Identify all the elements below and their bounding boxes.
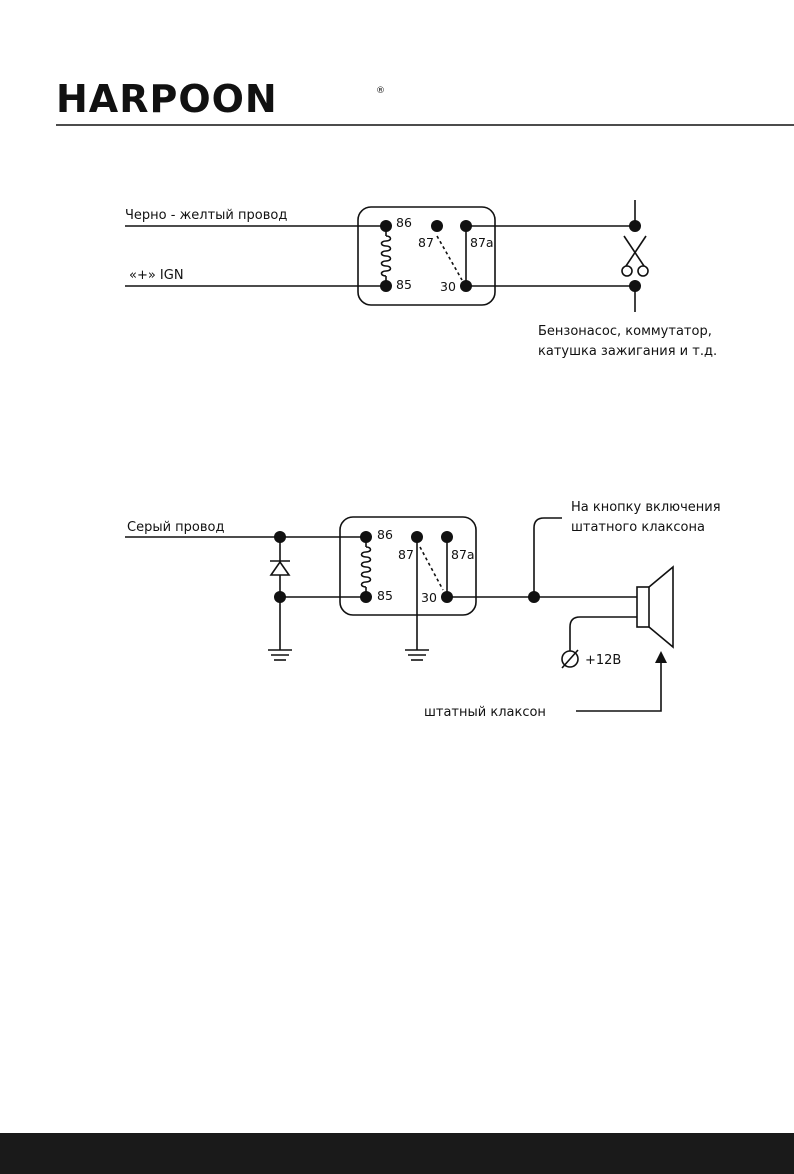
pin-label-87a-2: 87a [451, 547, 475, 562]
pin-87-dot-2 [411, 531, 423, 543]
label-horn: штатный клаксон [424, 705, 546, 720]
label-black-yellow-wire: Черно - желтый провод [125, 208, 287, 223]
node-gray-junction [274, 531, 286, 543]
pin-label-30: 30 [440, 279, 456, 294]
node-button-junction [528, 591, 540, 603]
horn-pointer-arrowhead [655, 651, 667, 663]
pin-label-87: 87 [418, 235, 434, 250]
pin-30-dot [460, 280, 472, 292]
fuse-icon [561, 649, 579, 669]
pin-86-dot-2 [360, 531, 372, 543]
pin-87a-dot-2 [441, 531, 453, 543]
pin-85-dot [380, 280, 392, 292]
pin-label-87-2: 87 [398, 547, 414, 562]
label-gray-wire: Серый провод [127, 520, 224, 535]
pin-30-dot-2 [441, 591, 453, 603]
coil-1 [380, 235, 392, 277]
supply-wire [569, 616, 637, 651]
logo-text: HARPOON [56, 77, 278, 121]
horn-body [636, 586, 650, 628]
pin-label-86-2: 86 [377, 527, 393, 542]
pin-label-87a: 87a [470, 235, 494, 250]
pin-label-85: 85 [396, 277, 412, 292]
pin-label-86: 86 [396, 215, 412, 230]
coil-2 [360, 546, 372, 588]
switch-1-armature [436, 235, 463, 281]
cut-node-top [629, 220, 641, 232]
pin-86-dot [380, 220, 392, 232]
diagram-2-nodes [274, 531, 540, 603]
relay-1-body [357, 206, 496, 306]
pin-87-dot [431, 220, 443, 232]
cut-node-bottom [629, 280, 641, 292]
pin-label-85-2: 85 [377, 588, 393, 603]
diagram-1-nodes [380, 220, 641, 292]
relay-2-body [339, 516, 477, 616]
label-supply: +12В [585, 653, 621, 668]
label-ign: «+» IGN [129, 268, 184, 283]
label-load-line1: Бензонасос, коммутатор, [538, 324, 712, 339]
diode-icon [269, 560, 291, 576]
horn-cone [648, 565, 674, 649]
registered-mark: ® [376, 86, 385, 96]
horn-pointer [576, 662, 662, 712]
diagram-2 [125, 516, 674, 712]
label-button-line2: штатного клаксона [571, 520, 705, 535]
label-load-line2: катушка зажигания и т.д. [538, 344, 717, 359]
scissors-icon [621, 235, 649, 277]
label-button-line1: На кнопку включения [571, 500, 721, 515]
logo: HARPOON ® [56, 77, 385, 121]
pin-87a-dot [460, 220, 472, 232]
footer-bar [0, 1133, 794, 1174]
node-85-junction [274, 591, 286, 603]
button-wire [533, 517, 562, 597]
pin-85-dot-2 [360, 591, 372, 603]
switch-2-armature [419, 546, 444, 591]
pin-label-30-2: 30 [421, 590, 437, 605]
